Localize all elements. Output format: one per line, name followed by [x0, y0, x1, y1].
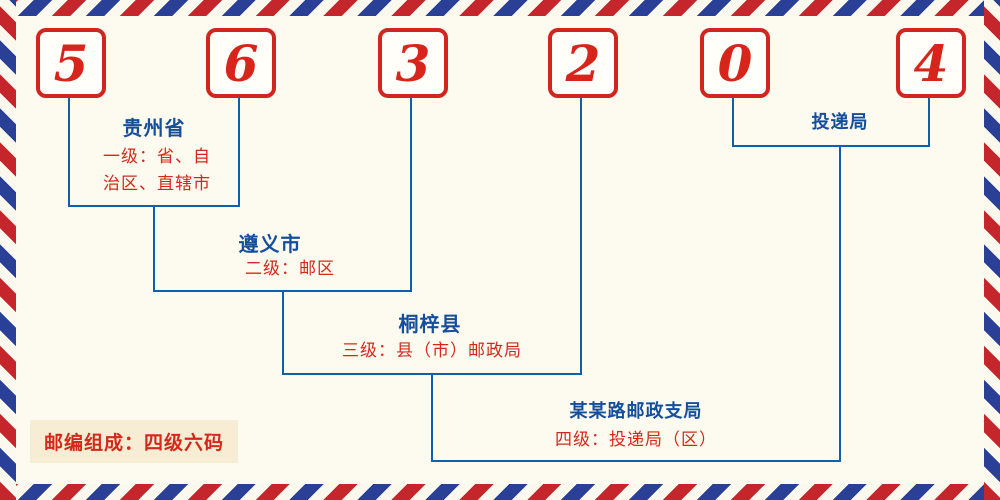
delivery-office-name: 投递局: [811, 112, 869, 133]
digit-box-6: 4: [896, 28, 966, 98]
connector-digit3-down: [410, 98, 412, 290]
connector-delivery-drop: [839, 145, 841, 460]
level1-desc-line1: 一级：省、自: [103, 147, 211, 167]
connector-delivery-bottom: [732, 145, 930, 147]
level1-desc: 一级：省、自 治区、直辖市: [62, 144, 252, 198]
airmail-border-bottom: [0, 484, 1000, 500]
connector-level4-bottom: [431, 460, 841, 462]
level4-name: 某某路邮政支局: [569, 401, 703, 422]
connector-digit5-down: [732, 98, 734, 145]
level1-name: 贵州省: [122, 116, 186, 140]
digit-box-2: 6: [206, 28, 276, 98]
digit-box-3: 3: [378, 28, 448, 98]
level3-name: 桐梓县: [398, 312, 462, 336]
level3-desc: 三级：县（市）邮政局: [342, 341, 522, 361]
level1-desc-line2: 治区、直辖市: [103, 174, 211, 194]
digit-box-4: 2: [548, 28, 618, 98]
airmail-border-right: [984, 0, 1000, 500]
level2-desc: 二级：邮区: [245, 259, 335, 279]
digit-box-1: 5: [36, 28, 106, 98]
connector-level3-drop: [431, 373, 433, 460]
digit-box-5: 0: [700, 28, 770, 98]
postal-code-composition-note: 邮编组成：四级六码: [30, 420, 239, 463]
airmail-border-left: [0, 0, 16, 500]
connector-digit1-down: [68, 98, 70, 205]
connector-level2-drop: [282, 290, 284, 373]
connector-digit4-down: [580, 98, 582, 373]
connector-digit2-down: [238, 98, 240, 205]
level2-name: 遵义市: [238, 232, 302, 256]
connector-level1-drop: [153, 205, 155, 290]
airmail-border-top: [0, 0, 1000, 16]
level4-desc: 四级：投递局（区）: [555, 430, 717, 450]
connector-digit6-down: [928, 98, 930, 145]
